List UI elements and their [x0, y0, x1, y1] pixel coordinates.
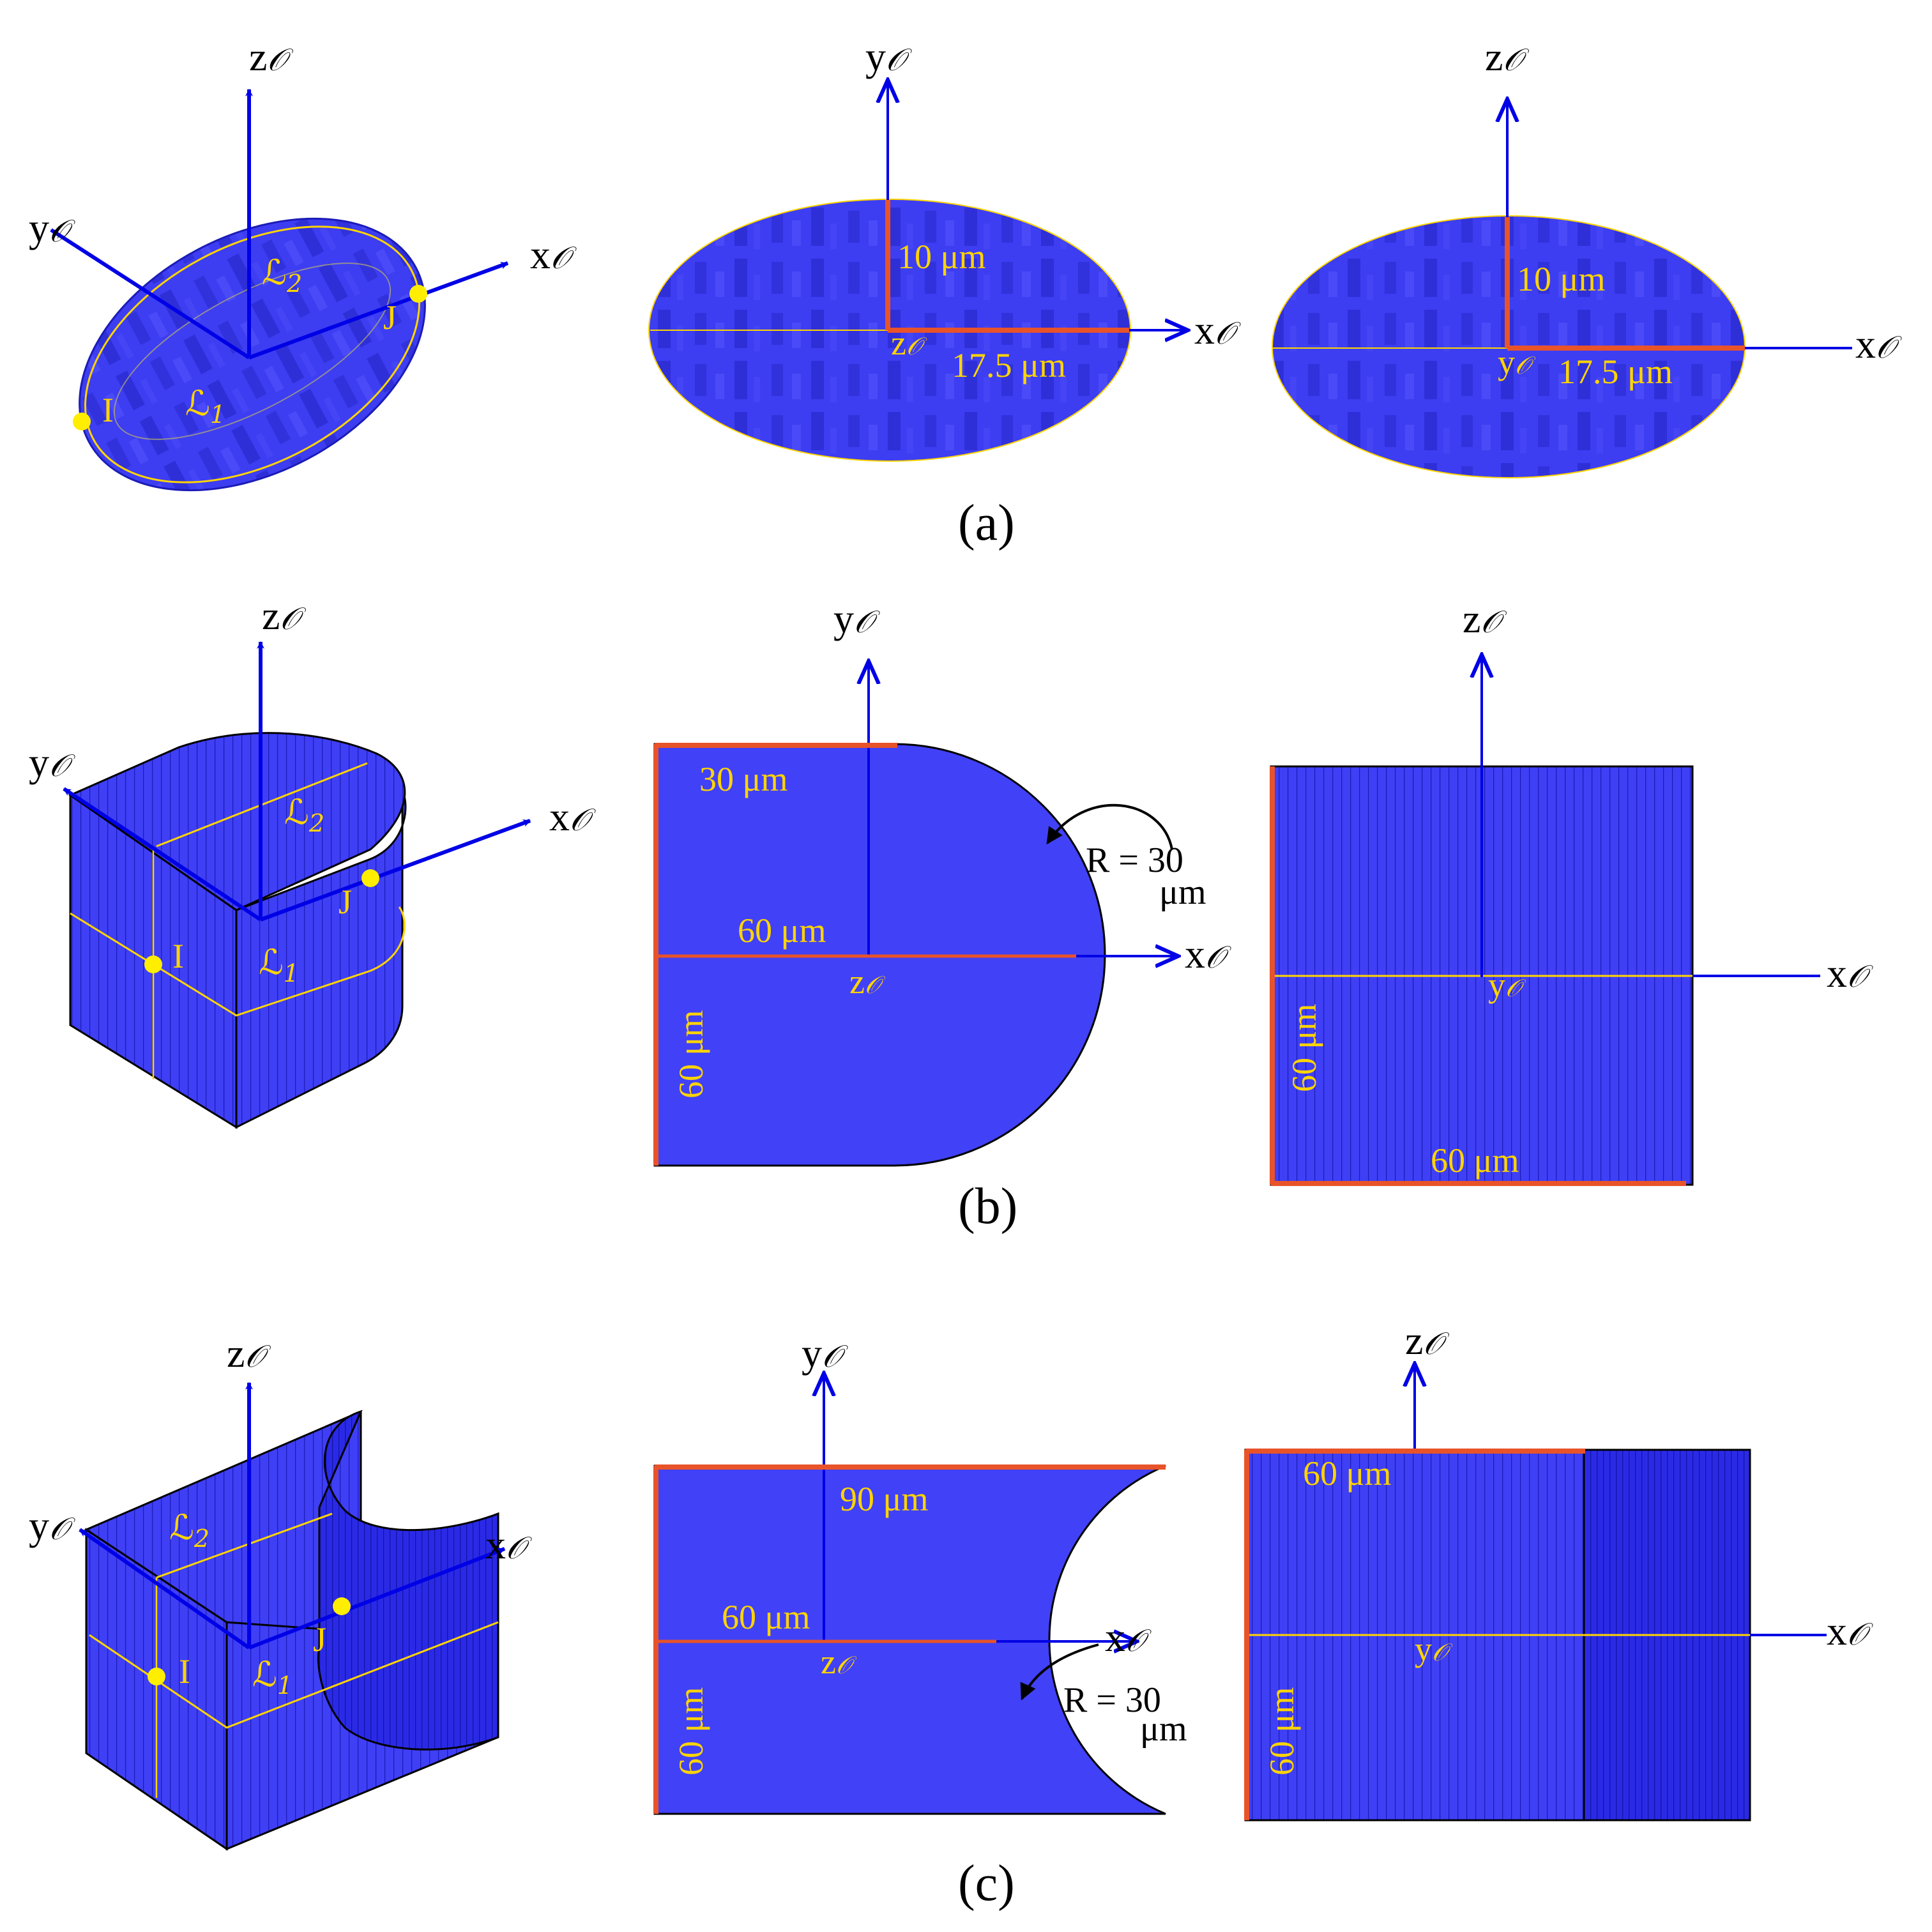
x-axis-label: x𝒪 — [1827, 1608, 1873, 1654]
x-axis-label: x𝒪 — [530, 232, 577, 277]
dim-side-label: 60 μm — [1285, 1004, 1323, 1092]
dim-short-label: 10 μm — [1517, 260, 1605, 298]
panel-c-3d: I J ℒ2 ℒ1 z𝒪 x𝒪 y𝒪 — [29, 1330, 532, 1851]
y-axis-label: y𝒪 — [29, 205, 75, 250]
ellipsoid-3d-band-inner — [113, 262, 392, 440]
panel-c-side: 60 μm 60 μm y𝒪 z𝒪 x𝒪 — [1244, 1318, 1873, 1822]
x-axis-label: x𝒪 — [1185, 931, 1231, 977]
radius-arrow — [1046, 803, 1173, 850]
y-axis-arrow — [50, 228, 250, 360]
dim-long-label: 17.5 μm — [1558, 353, 1673, 391]
y-origin-label: y𝒪 — [1415, 1630, 1453, 1668]
y-axis-label: y𝒪 — [802, 1330, 848, 1376]
point-j — [333, 1597, 351, 1615]
point-j-label: J — [338, 883, 352, 921]
z-axis-label: z𝒪 — [249, 34, 293, 79]
y-axis-arrow — [63, 787, 262, 922]
panel-c-top: 90 μm 60 μm 60 μm z𝒪 R = 30 μm y𝒪 x𝒪 — [653, 1330, 1187, 1815]
dim-side-label: 60 μm — [1263, 1687, 1301, 1776]
point-j-label: J — [383, 298, 397, 337]
panel-a-top: 10 μm 17.5 μm z𝒪 y𝒪 x𝒪 — [648, 34, 1241, 462]
dim-long-label: 17.5 μm — [952, 346, 1066, 384]
line-l1-label: ℒ1 — [252, 1655, 293, 1700]
z-axis-label: z𝒪 — [1485, 34, 1529, 79]
dim-mid-label: 60 μm — [722, 1598, 810, 1636]
point-i-label: I — [172, 937, 184, 975]
x-axis-arrow — [259, 819, 531, 922]
x-axis-arrow — [248, 261, 509, 360]
x-axis-label: x𝒪 — [485, 1522, 532, 1567]
radius-unit: μm — [1140, 1709, 1187, 1749]
point-i — [144, 955, 162, 973]
line-l2-label: ℒ2 — [284, 793, 324, 837]
z-axis-label: z𝒪 — [1405, 1318, 1449, 1363]
d-solid-top — [68, 732, 406, 911]
caption-b: (b) — [958, 1178, 1017, 1235]
point-j — [409, 285, 427, 303]
radius-arrow — [1020, 1643, 1099, 1701]
x-axis-arrow — [248, 1547, 506, 1650]
y-axis-label: y𝒪 — [833, 596, 880, 641]
caption-a: (a) — [958, 495, 1015, 551]
x-axis-label: x𝒪 — [1855, 321, 1902, 367]
x-axis-label: x𝒪 — [1105, 1615, 1152, 1660]
dim-bottom-label: 60 μm — [1431, 1141, 1519, 1180]
point-j — [361, 869, 379, 887]
dim-side-label: 60 μm — [672, 1010, 710, 1099]
dim-mid-label: 60 μm — [738, 911, 826, 950]
dim-top-label: 90 μm — [840, 1480, 928, 1518]
ellipsoid-3d-band — [84, 225, 420, 483]
panel-b-top: 30 μm 60 μm 60 μm z𝒪 R = 30 μm y𝒪 x𝒪 — [653, 596, 1231, 1167]
dim-top-label: 30 μm — [699, 760, 787, 798]
panel-a-3d: J I ℒ2 ℒ1 z𝒪 x𝒪 y𝒪 — [29, 34, 577, 492]
dim-short-label: 10 μm — [897, 238, 985, 276]
y-axis-arrow — [79, 1528, 250, 1650]
panel-b-side: 60 μm 60 μm y𝒪 z𝒪 x𝒪 — [1270, 596, 1873, 1186]
point-i-label: I — [102, 391, 114, 429]
dim-side-label: 60 μm — [672, 1687, 710, 1776]
point-i — [148, 1668, 165, 1685]
z-axis-label: z𝒪 — [227, 1330, 271, 1376]
line-l1-label: ℒ1 — [259, 943, 299, 987]
z-axis-label: z𝒪 — [262, 593, 306, 638]
line-l2-label: ℒ2 — [169, 1509, 209, 1553]
panel-a-side: 10 μm 17.5 μm y𝒪 z𝒪 x𝒪 — [1272, 34, 1902, 478]
point-i-label: I — [179, 1652, 190, 1691]
line-l1-path — [89, 1621, 499, 1729]
z-axis-label: z𝒪 — [1463, 596, 1507, 641]
point-j-label: J — [313, 1620, 326, 1659]
line-l2-label: ℒ2 — [262, 254, 302, 298]
line-l2-path — [156, 1512, 333, 1579]
y-axis-label: y𝒪 — [29, 1503, 75, 1548]
x-axis-label: x𝒪 — [1194, 307, 1241, 353]
radius-label: R = 30 — [1063, 1680, 1161, 1720]
block-concave — [317, 1410, 499, 1751]
line-l1-path — [70, 906, 406, 1017]
dim-top-label: 60 μm — [1303, 1454, 1391, 1493]
line-l1-label: ℒ1 — [185, 384, 225, 429]
radius-unit: μm — [1159, 872, 1206, 912]
x-axis-label: x𝒪 — [549, 794, 596, 839]
panel-b-3d: I J ℒ2 ℒ1 z𝒪 x𝒪 y𝒪 — [29, 593, 596, 1129]
caption-c: (c) — [958, 1855, 1015, 1912]
x-axis-label: x𝒪 — [1827, 950, 1873, 996]
radius-label: R = 30 — [1086, 840, 1183, 880]
y-axis-label: y𝒪 — [865, 34, 912, 79]
y-axis-label: y𝒪 — [29, 740, 75, 785]
point-i — [73, 413, 91, 430]
